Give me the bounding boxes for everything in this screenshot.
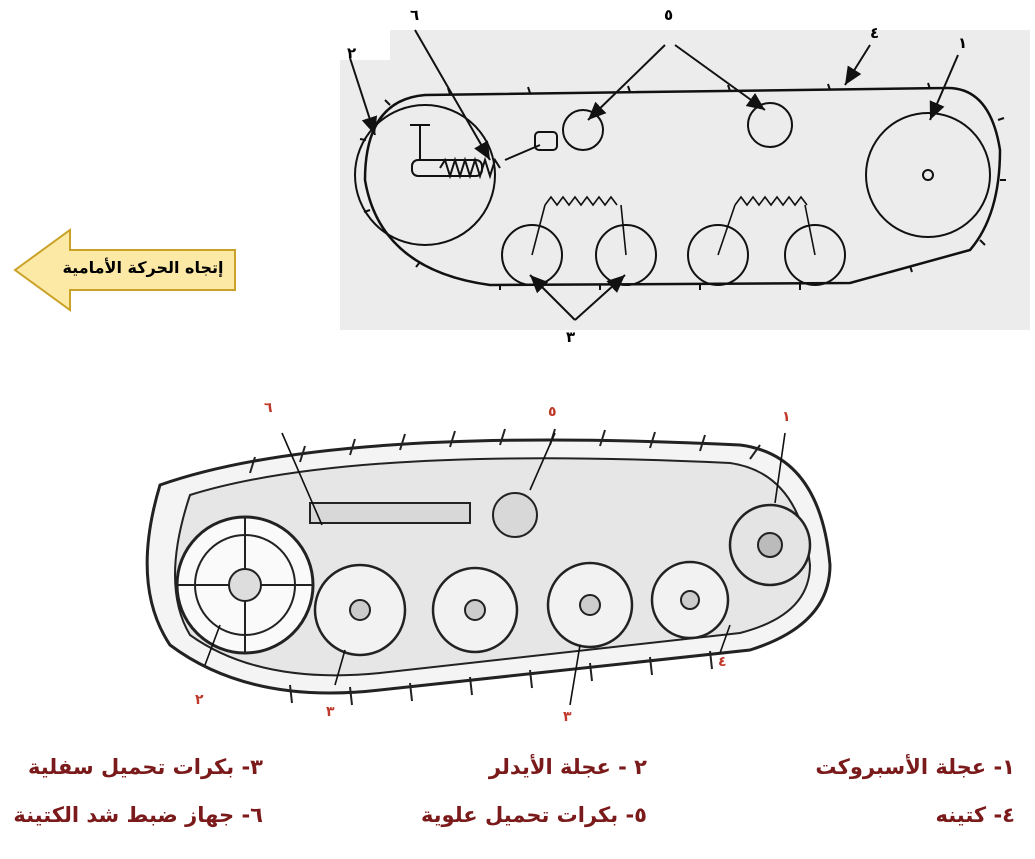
upper-roller-2	[747, 102, 793, 148]
schematic-label-4: ٤	[870, 24, 880, 42]
illustration-label-3b: ٣	[563, 709, 572, 725]
legend-item-3: ٣- بكرات تحميل سفلية	[28, 755, 263, 779]
illustration-label-2: ٢	[195, 692, 204, 708]
illustration-label-6: ٦	[264, 400, 273, 416]
schematic-label-3: ٣	[566, 328, 576, 346]
legend-item-5: ٥- بكرات تحميل علوية	[420, 803, 647, 827]
road-wheel-4	[784, 224, 846, 286]
upper-roller-illustration	[492, 492, 538, 538]
illustration-label-1: ١	[782, 409, 791, 425]
track-assembly-illustration	[145, 428, 832, 706]
illustration-label-3a: ٣	[326, 704, 335, 720]
schematic-label-6: ٦	[410, 6, 420, 24]
legend-item-1: ١- عجلة الأسبروكت	[815, 755, 1015, 779]
legend-item-4: ٤- كتينه	[935, 803, 1015, 827]
illustration-label-5: ٥	[548, 404, 557, 420]
illustration-label-4: ٤	[718, 654, 727, 670]
sprocket-wheel	[865, 112, 991, 238]
track-schematic-diagram	[340, 20, 1030, 330]
legend-item-6: ٦- جهاز ضبط شد الكتينة	[13, 803, 263, 827]
schematic-label-1: ١	[958, 34, 968, 52]
idler-wheel	[354, 104, 496, 246]
direction-arrow-shape	[13, 228, 236, 312]
direction-arrow-label: إتجاه الحركة الأمامية	[62, 257, 224, 277]
road-wheel-3	[687, 224, 749, 286]
track-outline	[363, 86, 1002, 287]
schematic-label-5: ٥	[664, 6, 674, 24]
road-wheel-2	[595, 224, 657, 286]
schematic-label-2: ٢	[347, 44, 357, 62]
tensioner-mechanism	[410, 124, 558, 180]
legend-item-2: ٢ - عجلة الأيدلر	[488, 755, 647, 779]
upper-roller-1	[562, 109, 604, 151]
